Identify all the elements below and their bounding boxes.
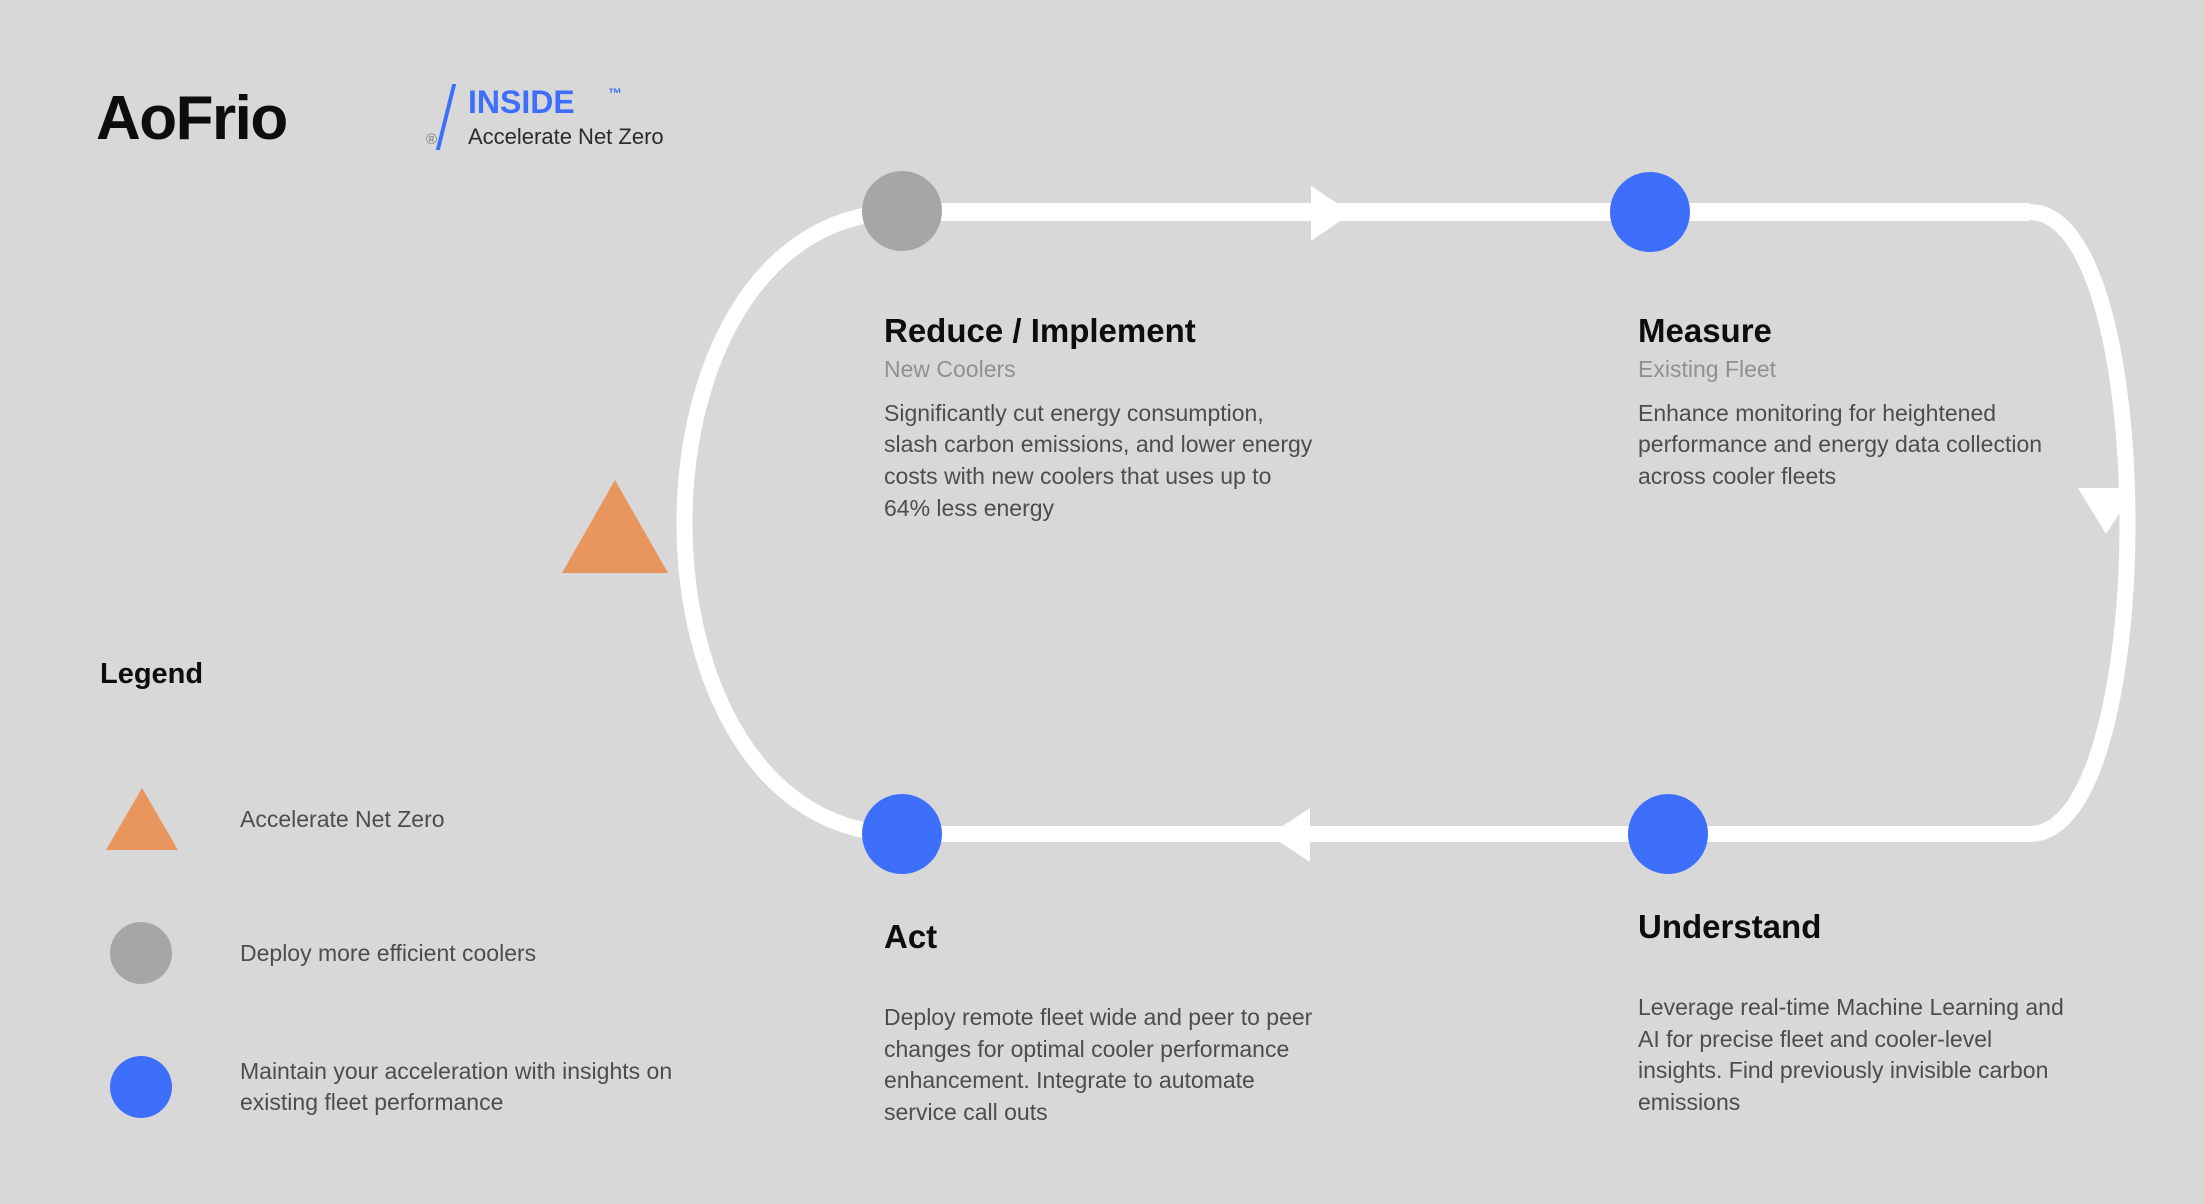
arrowhead-bottom-left-icon <box>1269 808 1310 862</box>
path-segment-right-arc <box>2029 204 2136 842</box>
stage-block-reduce: Reduce / Implement New Coolers Significa… <box>884 312 1314 524</box>
arrowhead-top-right-icon <box>1311 186 1352 241</box>
legend-title: Legend <box>100 658 204 690</box>
logo-wordmark: AoFrio <box>96 84 288 153</box>
stage-subtitle-reduce: New Coolers <box>884 355 1016 382</box>
gray-circle-icon <box>110 922 172 984</box>
logo-tagline: Accelerate Net Zero <box>468 124 664 149</box>
stage-body-understand: Leverage real-time Machine Learning and … <box>1638 993 2064 1116</box>
legend-label-0: Accelerate Net Zero <box>240 805 445 832</box>
legend-label-1: Deploy more efficient coolers <box>240 939 537 966</box>
node-marker-reduce[interactable] <box>862 171 942 251</box>
legend-item-maintain-acceleration: Maintain your acceleration with insights… <box>100 1056 700 1118</box>
stage-body-measure: Enhance monitoring for heightened perfor… <box>1638 399 2043 489</box>
stage-block-act: Act Deploy remote fleet wide and peer to… <box>884 918 1314 1129</box>
path-segment-left-arc <box>676 204 903 842</box>
trademark-icon: ™ <box>608 85 622 101</box>
stage-title-measure: Measure <box>1638 312 1772 349</box>
node-marker-understand[interactable] <box>1628 794 1708 874</box>
stage-body-reduce: Significantly cut energy consumption, sl… <box>884 399 1313 521</box>
legend-panel: Legend Accelerate Net Zero Deploy more e… <box>100 658 700 1118</box>
node-marker-measure[interactable] <box>1610 172 1690 252</box>
orange-triangle-icon <box>106 788 178 850</box>
stage-subtitle-measure: Existing Fleet <box>1638 355 1777 382</box>
stage-block-measure: Measure Existing Fleet Enhance monitorin… <box>1638 312 2078 493</box>
stage-body-act: Deploy remote fleet wide and peer to pee… <box>884 1003 1313 1126</box>
arrowhead-right-down-icon <box>2078 488 2136 534</box>
registered-trademark-icon: ® <box>426 131 438 148</box>
logo-slash-divider <box>435 84 457 150</box>
legend-label-2: Maintain your acceleration with insights… <box>240 1058 673 1115</box>
legend-marker-cell <box>100 922 240 984</box>
node-marker-act[interactable] <box>862 794 942 874</box>
logo-inside-text: INSIDE <box>468 84 575 120</box>
stage-title-reduce: Reduce / Implement <box>884 312 1196 349</box>
stage-title-understand: Understand <box>1638 908 1822 945</box>
blue-circle-icon <box>110 1056 172 1118</box>
legend-item-deploy-efficient-coolers: Deploy more efficient coolers <box>100 922 700 984</box>
legend-marker-cell <box>100 788 240 850</box>
accelerate-net-zero-triangle-marker[interactable] <box>562 480 668 573</box>
legend-item-accelerate-net-zero: Accelerate Net Zero <box>100 788 700 850</box>
stage-block-understand: Understand Leverage real-time Machine Le… <box>1638 908 2078 1119</box>
legend-marker-cell <box>100 1056 240 1118</box>
aofrio-inside-logo: AoFrio ® INSIDE ™ Accelerate Net Zero <box>96 84 664 168</box>
stage-title-act: Act <box>884 918 938 955</box>
